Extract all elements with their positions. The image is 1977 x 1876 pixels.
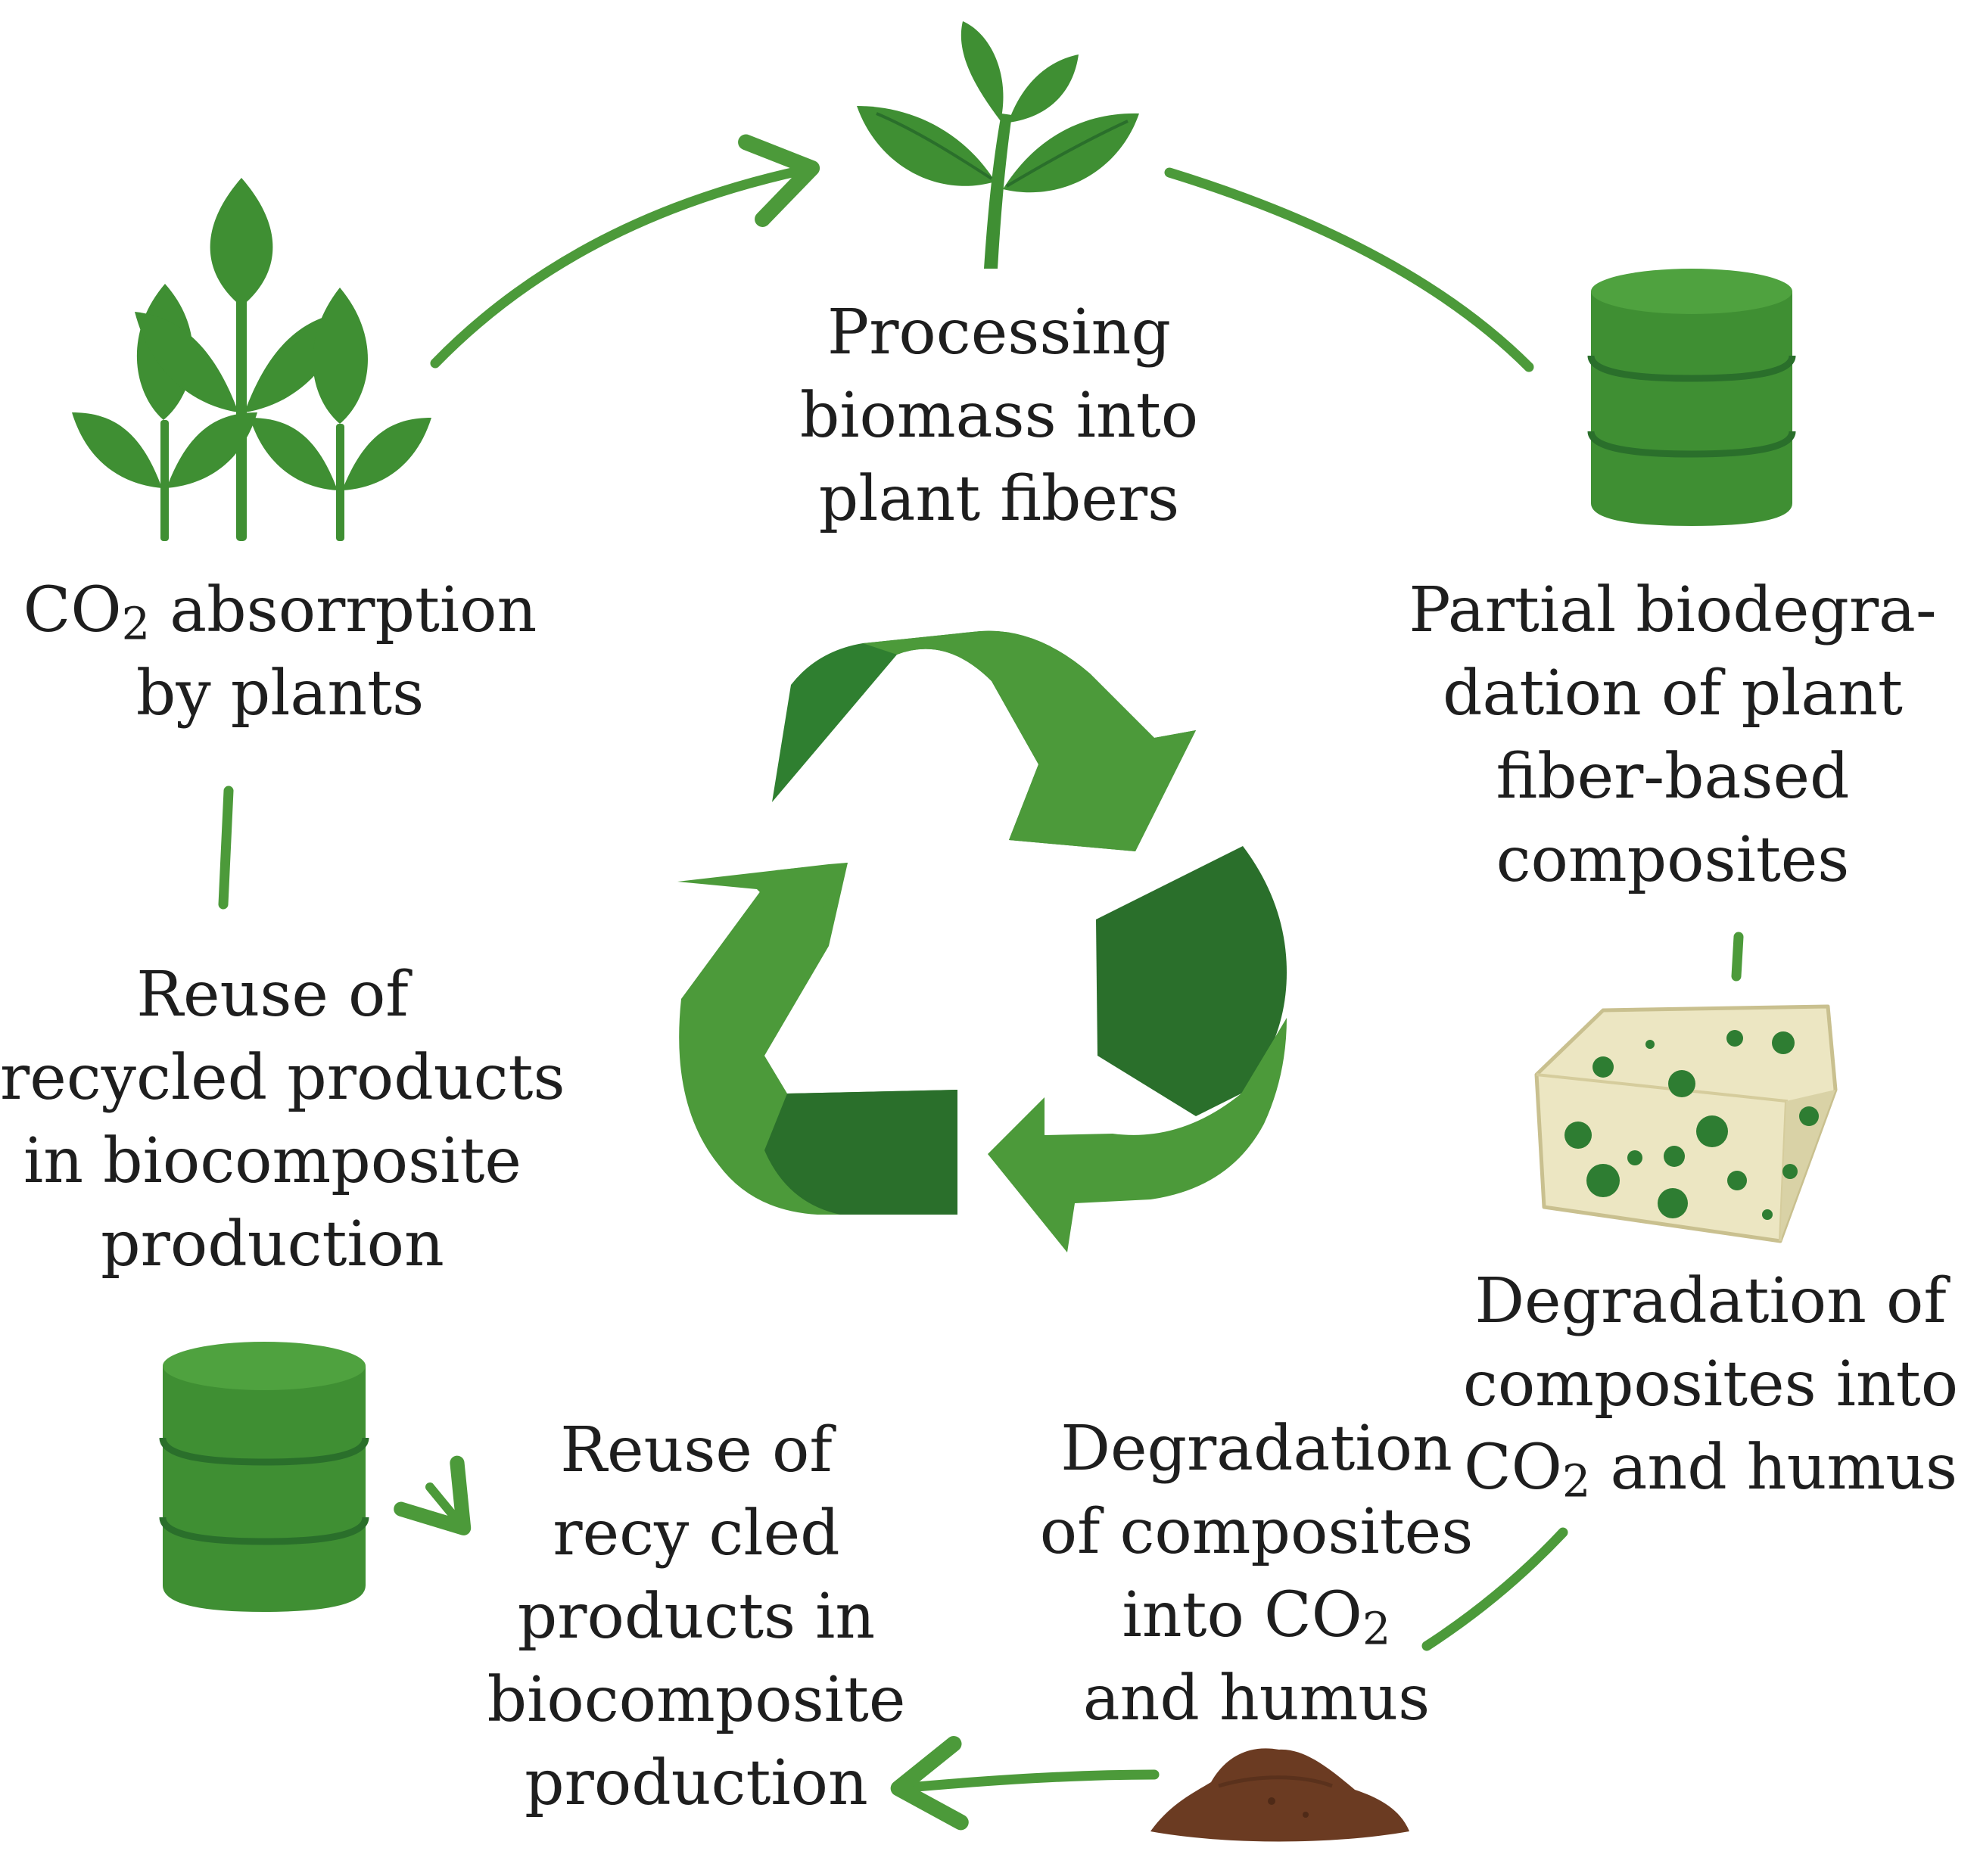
label-degradation-bottom: Degradation of composites into CO2 and h… xyxy=(1037,1408,1476,1741)
label-reuse-left: Reuse of recycled products in biocomposi… xyxy=(0,954,565,1286)
three-seedlings-icon xyxy=(72,178,431,541)
barrel-icon xyxy=(1587,269,1796,526)
label-processing: Processing biomass into plant fibers xyxy=(757,291,1241,541)
connector-degradation-to-bottom xyxy=(1421,1527,1568,1651)
label-partial-line2: dation of plant xyxy=(1443,658,1903,730)
label-reuse-bottom-line4: biocomposite xyxy=(487,1664,906,1736)
arrow-humus-to-reuse xyxy=(890,1736,1160,1831)
label-co2-absorption: CO2 absorrption by plants xyxy=(15,569,545,736)
recycle-symbol-icon xyxy=(677,630,1287,1252)
label-reuse-left-line1: Reuse of xyxy=(136,959,409,1031)
sprout-icon xyxy=(857,21,1139,269)
label-degradation-bottom-line3: into CO2 xyxy=(1122,1579,1391,1655)
label-reuse-left-line2: recycled products xyxy=(0,1042,565,1114)
label-reuse-bottom: Reuse of recy cled products in biocompos… xyxy=(469,1409,923,1825)
label-co2-absorption-line2: by plants xyxy=(135,658,425,730)
label-partial-biodegradation: Partial biodegra- dation of plant fiber-… xyxy=(1393,569,1953,902)
label-degradation-right-line2: composites into xyxy=(1462,1349,1959,1420)
connector-partial-to-block xyxy=(1731,932,1744,982)
label-processing-line1: Processing xyxy=(827,297,1171,369)
moldy-composite-block-icon xyxy=(1534,1004,1838,1243)
label-reuse-bottom-line5: production xyxy=(525,1747,868,1819)
barrel-icon xyxy=(159,1342,369,1612)
label-degradation-right-line3: CO2 and humus xyxy=(1463,1432,1958,1507)
label-degradation-right: Degradation of composites into CO2 and h… xyxy=(1453,1260,1968,1510)
label-degradation-bottom-line2: of composites xyxy=(1039,1496,1474,1568)
label-reuse-left-line4: production xyxy=(101,1209,444,1280)
connector-processing-to-partial xyxy=(1164,167,1534,372)
label-reuse-bottom-line3: products in xyxy=(517,1581,876,1653)
arrow-barrel-to-reuse xyxy=(394,1455,472,1535)
label-partial-line4: composites xyxy=(1496,824,1850,896)
soil-pile-icon xyxy=(1150,1748,1409,1842)
label-partial-line1: Partial biodegra- xyxy=(1409,574,1937,646)
label-co2-absorption-line1: CO2 absorrption xyxy=(23,574,537,650)
label-degradation-bottom-line1: Degradation xyxy=(1060,1413,1452,1485)
label-processing-line3: plant fibers xyxy=(818,463,1180,535)
label-reuse-left-line3: in biocomposite xyxy=(23,1125,521,1197)
label-degradation-bottom-line4: and humus xyxy=(1082,1663,1431,1734)
label-degradation-right-line1: Degradation of xyxy=(1474,1265,1947,1337)
connector-reuse-to-co2 xyxy=(218,786,234,910)
label-processing-line2: biomass into xyxy=(799,380,1199,452)
label-reuse-bottom-line2: recy cled xyxy=(553,1498,840,1570)
label-reuse-bottom-line1: Reuse of xyxy=(560,1414,833,1486)
arrow-co2-to-processing xyxy=(430,134,820,369)
label-partial-line3: fiber-based xyxy=(1496,741,1850,813)
